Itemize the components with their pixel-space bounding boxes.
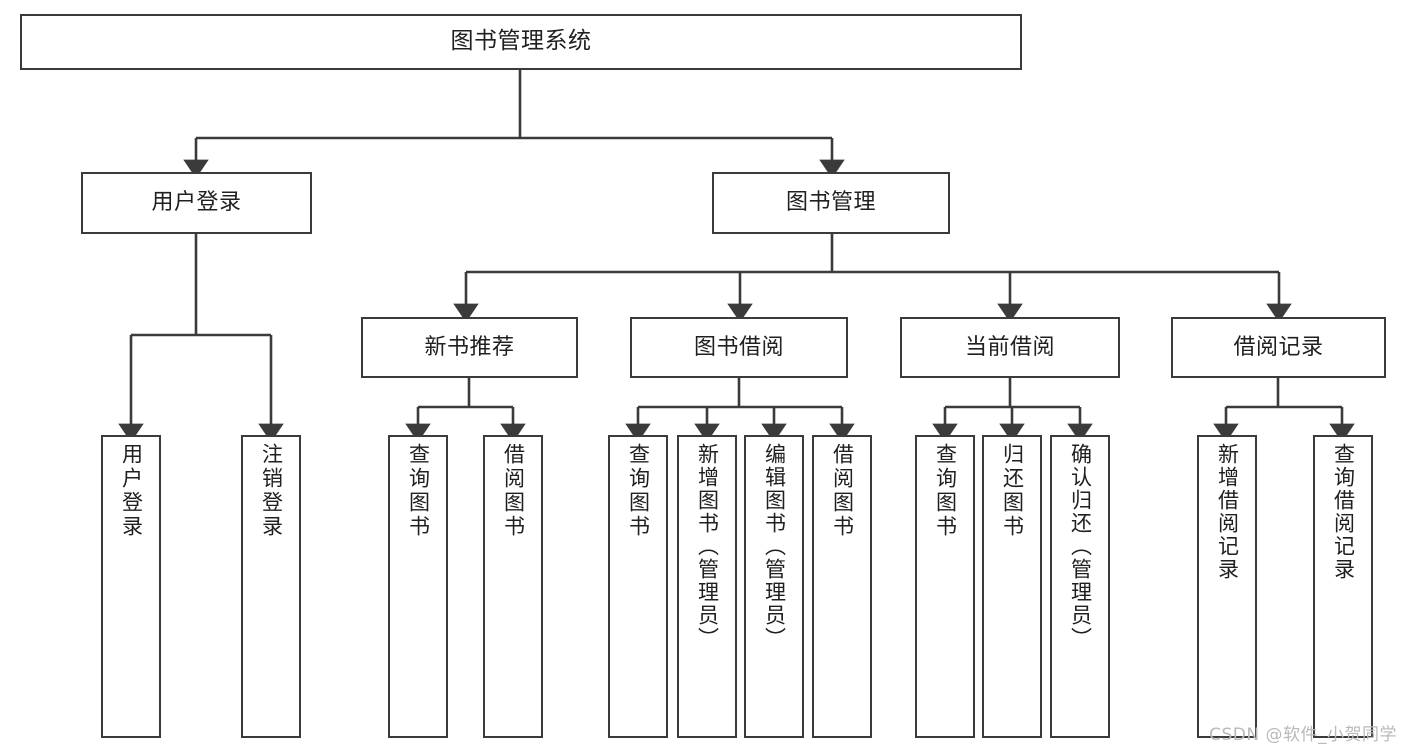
node-current-borrow[interactable]: 当前借阅 (900, 317, 1120, 378)
leaf-query-book-current-label: 查询图书 (933, 443, 958, 539)
leaf-borrow-book-label: 借阅图书 (830, 443, 855, 539)
leaf-query-book-newbook[interactable]: 查询图书 (388, 435, 448, 738)
node-book-management[interactable]: 图书管理 (712, 172, 950, 234)
leaf-add-borrow-record-label: 新增借阅记录 (1215, 443, 1240, 581)
leaf-add-book-admin[interactable]: 新增图书（管理员） (677, 435, 737, 738)
leaf-confirm-return-admin[interactable]: 确认归还（管理员） (1050, 435, 1110, 738)
csdn-watermark: CSDN @软件_小贺同学 (1209, 725, 1397, 745)
node-book-borrow-label: 图书借阅 (693, 334, 784, 360)
leaf-query-book-borrow[interactable]: 查询图书 (608, 435, 668, 738)
leaf-query-borrow-record[interactable]: 查询借阅记录 (1313, 435, 1373, 738)
leaf-query-book-newbook-label: 查询图书 (406, 443, 431, 539)
node-book-borrow[interactable]: 图书借阅 (630, 317, 848, 378)
leaf-return-book-label: 归还图书 (1000, 443, 1025, 539)
leaf-query-borrow-record-label: 查询借阅记录 (1331, 443, 1356, 581)
node-new-book-recommend-label: 新书推荐 (424, 334, 515, 360)
node-new-book-recommend[interactable]: 新书推荐 (361, 317, 578, 378)
leaf-add-book-admin-label: 新增图书（管理员） (695, 443, 720, 650)
leaf-query-book-borrow-label: 查询图书 (626, 443, 651, 539)
leaf-borrow-book-newbook[interactable]: 借阅图书 (483, 435, 543, 738)
leaf-logout[interactable]: 注销登录 (241, 435, 301, 738)
leaf-borrow-book[interactable]: 借阅图书 (812, 435, 872, 738)
leaf-borrow-book-newbook-label: 借阅图书 (501, 443, 526, 539)
leaf-user-login-label: 用户登录 (119, 443, 144, 539)
leaf-query-book-current[interactable]: 查询图书 (915, 435, 975, 738)
node-book-management-label: 图书管理 (785, 190, 876, 216)
node-user-login[interactable]: 用户登录 (81, 172, 312, 234)
node-user-login-label: 用户登录 (151, 190, 242, 216)
node-borrow-record[interactable]: 借阅记录 (1171, 317, 1386, 378)
leaf-edit-book-admin[interactable]: 编辑图书（管理员） (744, 435, 804, 738)
leaf-add-borrow-record[interactable]: 新增借阅记录 (1197, 435, 1257, 738)
leaf-return-book[interactable]: 归还图书 (982, 435, 1042, 738)
leaf-confirm-return-admin-label: 确认归还（管理员） (1068, 443, 1093, 650)
node-current-borrow-label: 当前借阅 (964, 334, 1055, 360)
leaf-user-login[interactable]: 用户登录 (101, 435, 161, 738)
leaf-edit-book-admin-label: 编辑图书（管理员） (762, 443, 787, 650)
node-borrow-record-label: 借阅记录 (1233, 334, 1324, 360)
leaf-logout-label: 注销登录 (259, 443, 284, 539)
node-root-label: 图书管理系统 (450, 28, 592, 55)
node-root[interactable]: 图书管理系统 (20, 14, 1022, 70)
